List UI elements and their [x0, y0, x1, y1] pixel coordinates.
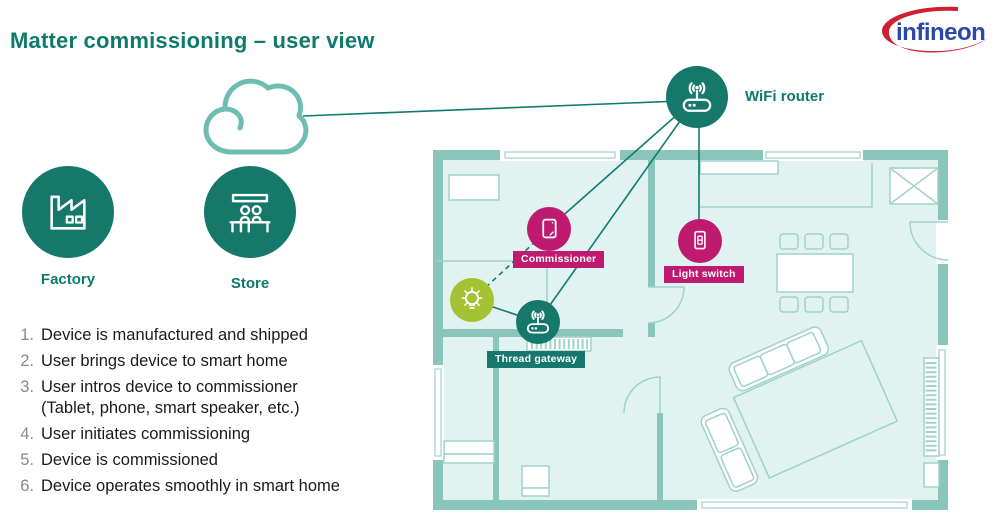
- light-bulb-icon: [461, 286, 483, 309]
- gateway-router-icon: [526, 310, 550, 334]
- step-text: User intros device to commissioner (Tabl…: [41, 378, 300, 417]
- light-switch-icon: [694, 230, 706, 250]
- tablet-icon: [542, 218, 557, 239]
- door-arc-entry: [909, 221, 949, 261]
- shaft-box: [889, 167, 939, 205]
- step-item: 6. Device operates smoothly in smart hom…: [12, 476, 442, 497]
- shelf: [443, 440, 495, 455]
- store-node: [204, 166, 296, 258]
- step-text: User brings device to smart home: [41, 352, 288, 370]
- shelf-lower: [443, 453, 495, 464]
- wifi-router-label: WiFi router: [745, 88, 825, 105]
- light-switch-label: Light switch: [664, 266, 744, 283]
- page-title: Matter commissioning – user view: [10, 28, 375, 53]
- logo-graphic: infineon: [881, 6, 988, 53]
- door-arcs: [623, 220, 949, 414]
- thread-gateway-label: Thread gateway: [487, 351, 586, 368]
- door-arc-room: [623, 376, 661, 414]
- step-number: 2.: [20, 352, 34, 370]
- step-item: 2. User brings device to smart home: [12, 351, 442, 372]
- cloud-icon: [203, 78, 309, 155]
- factory-icon: [50, 195, 86, 230]
- line-cloud-router: [302, 100, 681, 117]
- house: [432, 149, 949, 511]
- stand: [521, 465, 550, 497]
- steps-list: 1. Device is manufactured and shipped 2.…: [12, 325, 442, 502]
- step-text: Device is manufactured and shipped: [41, 326, 308, 344]
- wifi-router-node: [666, 66, 728, 128]
- step-text: Device operates smoothly in smart home: [41, 477, 340, 495]
- step-number: 5.: [20, 451, 34, 469]
- step-item: 5. Device is commissioned: [12, 450, 442, 471]
- sofa-group: [700, 326, 899, 492]
- factory-node: [22, 166, 114, 258]
- infineon-logo: infineon: [876, 6, 994, 61]
- step-item: 1. Device is manufactured and shipped: [12, 325, 442, 346]
- commissioner-node: [527, 207, 571, 251]
- step-number: 6.: [20, 477, 34, 495]
- radiator-right: [923, 357, 940, 488]
- step-number: 1.: [20, 326, 34, 344]
- furniture: [437, 160, 940, 497]
- wifi-router-icon: [682, 82, 712, 112]
- line-router-gateway: [537, 96, 698, 323]
- kitchen-line: [700, 163, 873, 208]
- dining-table: [776, 233, 854, 313]
- radiator-bottom: [526, 336, 592, 352]
- commissioner-label: Commissioner: [513, 251, 605, 268]
- cabinet: [448, 174, 500, 201]
- door-arc-hall: [647, 286, 685, 324]
- kitchen-counter: [699, 160, 779, 175]
- store-icon: [229, 193, 271, 233]
- light-switch-node: [678, 219, 722, 263]
- factory-label: Factory: [40, 271, 96, 288]
- step-number: 3.: [20, 378, 34, 396]
- logo-text: infineon: [896, 19, 985, 46]
- step-text: User initiates commissioning: [41, 425, 251, 443]
- thread-gateway-node: [516, 300, 560, 344]
- step-text: Device is commissioned: [41, 451, 218, 469]
- step-number: 4.: [20, 425, 34, 443]
- line-router-commissioner: [548, 96, 698, 229]
- step-item: 3. User intros device to commissioner (T…: [12, 377, 442, 419]
- store-label: Store: [230, 275, 270, 292]
- light-bulb-node: [450, 278, 494, 322]
- step-item: 4. User initiates commissioning: [12, 424, 442, 445]
